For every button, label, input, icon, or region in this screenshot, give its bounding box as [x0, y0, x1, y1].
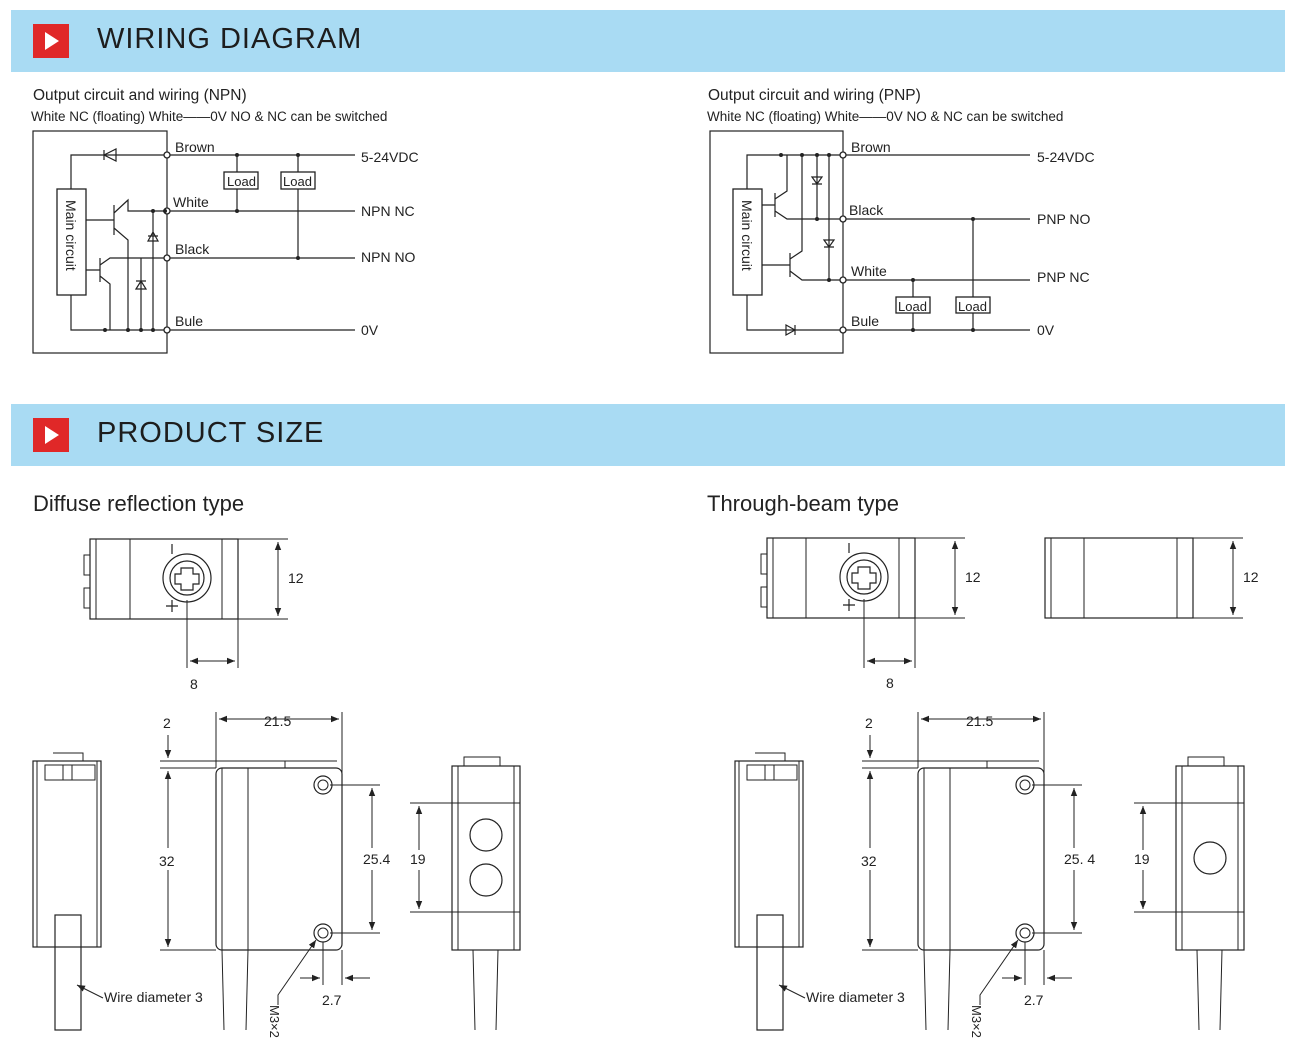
- dim-21-5: 21.5: [966, 713, 993, 729]
- dim-32: 32: [159, 853, 175, 869]
- npn-load-1: [223, 171, 259, 190]
- npn-zener-icon: [146, 211, 160, 330]
- pnp-0v-label: 0V: [1037, 322, 1055, 338]
- mount-hole-icon: [313, 775, 333, 795]
- npn-black-label: Black: [175, 241, 210, 257]
- screw-label: M3×2: [267, 1005, 282, 1038]
- pnp-no-label: PNP NO: [1037, 211, 1091, 227]
- wiring-header-bar: WIRING DIAGRAM: [11, 10, 1285, 72]
- dim-12: 12: [288, 570, 304, 586]
- mount-hole-icon: [1015, 775, 1035, 795]
- pnp-supply-label: 5-24VDC: [1037, 149, 1095, 165]
- dim-19: 19: [410, 851, 426, 867]
- pnp-load-2: [955, 296, 991, 314]
- play-arrow-icon: [33, 418, 69, 452]
- dim-32: 32: [861, 853, 877, 869]
- npn-load-2: [280, 171, 316, 190]
- pnp-enclosure: [709, 130, 844, 354]
- through-top-view-emitter: [1044, 537, 1194, 619]
- npn-load-2-label: Load: [283, 174, 312, 189]
- dim-8: 8: [190, 676, 198, 692]
- through-cable-left: [756, 914, 784, 1031]
- npn-brown-label: Brown: [175, 139, 215, 155]
- dim-12-b: 12: [1243, 569, 1259, 585]
- diffuse-drawing: Diffuse reflection type 12 8 Wire diamet…: [32, 491, 521, 1038]
- npn-wiring-diagram: Output circuit and wiring (NPN) White NC…: [31, 87, 419, 354]
- npn-blue-label: Bule: [175, 313, 203, 329]
- pnp-brown-label: Brown: [851, 139, 891, 155]
- dim-25-4: 25. 4: [1064, 851, 1095, 867]
- pnp-load-1: [895, 296, 931, 314]
- pnp-main-circuit-label: Main circuit: [739, 200, 755, 271]
- dim-2: 2: [163, 715, 171, 731]
- npn-enclosure: [32, 130, 168, 354]
- dim-25-4: 25.4: [363, 851, 390, 867]
- dim-8: 8: [886, 675, 894, 691]
- dim-19: 19: [1134, 851, 1150, 867]
- wiring-title: WIRING DIAGRAM: [97, 23, 363, 55]
- pnp-zener-icon: [810, 155, 824, 219]
- pnp-load-2-label: Load: [958, 299, 987, 314]
- diffuse-cable-front: [221, 949, 249, 1031]
- diffuse-front-view: [215, 767, 343, 951]
- diffuse-title: Diffuse reflection type: [33, 491, 244, 516]
- pnp-white-label: White: [851, 263, 887, 279]
- pnp-transistor-icon: [762, 155, 840, 220]
- through-drawing: Through-beam type 12 8 12 Wire diameter …: [707, 491, 1259, 1038]
- through-lens-view: [1175, 765, 1245, 951]
- pnp-load-1-label: Load: [898, 299, 927, 314]
- diffuse-side-view: [32, 760, 102, 948]
- diffuse-cable-left: [54, 914, 82, 1031]
- pnp-black-label: Black: [849, 202, 884, 218]
- mount-hole-icon: [313, 923, 333, 943]
- size-title: PRODUCT SIZE: [97, 417, 325, 449]
- size-header-bar: PRODUCT SIZE: [11, 404, 1285, 466]
- diffuse-lens-view: [451, 765, 521, 951]
- npn-main-circuit-box: [56, 188, 87, 296]
- npn-nc-label: NPN NC: [361, 203, 415, 219]
- through-top-view-receiver: [766, 537, 916, 619]
- dim-2-7: 2.7: [1024, 992, 1044, 1008]
- npn-load-1-label: Load: [227, 174, 256, 189]
- pnp-subtitle: White NC (floating) White——0V NO & NC ca…: [707, 109, 1063, 124]
- npn-0v-label: 0V: [361, 322, 379, 338]
- play-arrow-icon: [33, 24, 69, 58]
- npn-title: Output circuit and wiring (NPN): [33, 87, 247, 104]
- diffuse-top-view: [89, 538, 239, 620]
- screw-label: M3×2: [969, 1005, 984, 1038]
- npn-supply-label: 5-24VDC: [361, 149, 419, 165]
- wire-diameter-label: Wire diameter 3: [104, 989, 203, 1005]
- pnp-nc-label: PNP NC: [1037, 269, 1090, 285]
- npn-white-label: White: [173, 194, 209, 210]
- dim-12-a: 12: [965, 569, 981, 585]
- mount-hole-icon: [1015, 923, 1035, 943]
- npn-subtitle: White NC (floating) White——0V NO & NC ca…: [31, 109, 387, 124]
- emitter-lens-icon: [469, 818, 503, 852]
- dim-2: 2: [865, 715, 873, 731]
- dim-2-7: 2.7: [322, 992, 342, 1008]
- pnp-wiring-diagram: Output circuit and wiring (PNP) White NC…: [707, 87, 1095, 354]
- npn-transistor-icon: [86, 198, 164, 330]
- receiver-lens-icon: [469, 863, 503, 897]
- through-side-view: [734, 760, 804, 948]
- wire-diameter-label: Wire diameter 3: [806, 989, 905, 1005]
- npn-diode-icon: [102, 148, 117, 162]
- pnp-title: Output circuit and wiring (PNP): [708, 87, 921, 104]
- npn-main-circuit-label: Main circuit: [63, 200, 79, 271]
- lens-icon: [1193, 841, 1227, 875]
- npn-no-label: NPN NO: [361, 249, 416, 265]
- through-title: Through-beam type: [707, 491, 899, 516]
- pnp-diode-icon: [785, 323, 797, 337]
- dim-21-5: 21.5: [264, 713, 291, 729]
- through-front-view: [917, 767, 1045, 951]
- pnp-blue-label: Bule: [851, 313, 879, 329]
